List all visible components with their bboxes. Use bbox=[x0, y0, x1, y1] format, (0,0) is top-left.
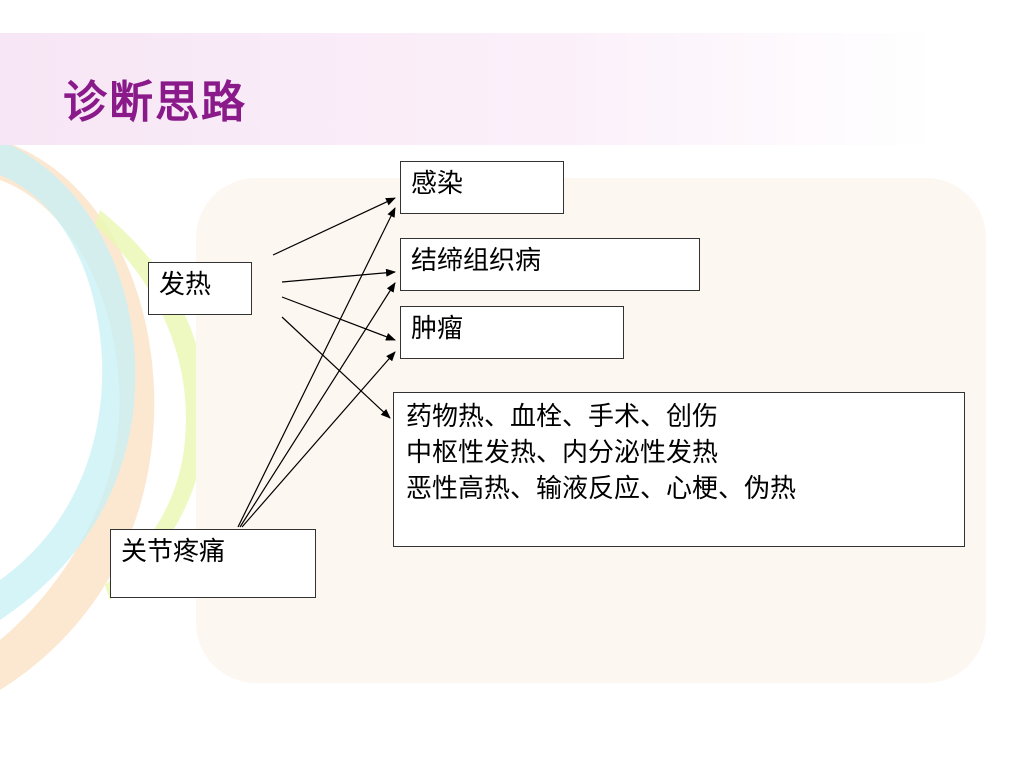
fever-box: 发热 bbox=[148, 262, 252, 315]
joint-pain-label: 关节疼痛 bbox=[121, 537, 226, 567]
connective-tissue-box: 结缔组织病 bbox=[400, 238, 700, 291]
arrow-fever-connective bbox=[281, 268, 396, 283]
fever-label: 发热 bbox=[159, 270, 212, 300]
infection-box: 感染 bbox=[400, 161, 564, 214]
tumor-box: 肿瘤 bbox=[400, 306, 624, 359]
other-causes-line: 中枢性发热、内分泌性发热 bbox=[406, 438, 719, 468]
connective-tissue-label: 结缔组织病 bbox=[411, 246, 542, 276]
page-title: 诊断思路 bbox=[63, 77, 247, 128]
arrow-joint-infection bbox=[237, 207, 396, 528]
joint-pain-box: 关节疼痛 bbox=[110, 529, 316, 598]
other-causes-line: 药物热、血栓、手术、创伤 bbox=[406, 402, 719, 432]
arrow-fever-infection bbox=[272, 197, 396, 256]
arrow-joint-connective bbox=[239, 282, 396, 528]
other-causes-box: 药物热、血栓、手术、创伤 中枢性发热、内分泌性发热 恶性高热、输液反应、心梗、伪… bbox=[393, 392, 965, 547]
arrow-joint-tumor bbox=[241, 351, 396, 528]
infection-label: 感染 bbox=[411, 169, 464, 199]
tumor-label: 肿瘤 bbox=[411, 314, 464, 344]
arrow-fever-other bbox=[281, 316, 391, 419]
arrow-fever-tumor bbox=[281, 296, 396, 341]
other-causes-line: 恶性高热、输液反应、心梗、伪热 bbox=[406, 474, 797, 504]
title-band bbox=[0, 33, 935, 145]
